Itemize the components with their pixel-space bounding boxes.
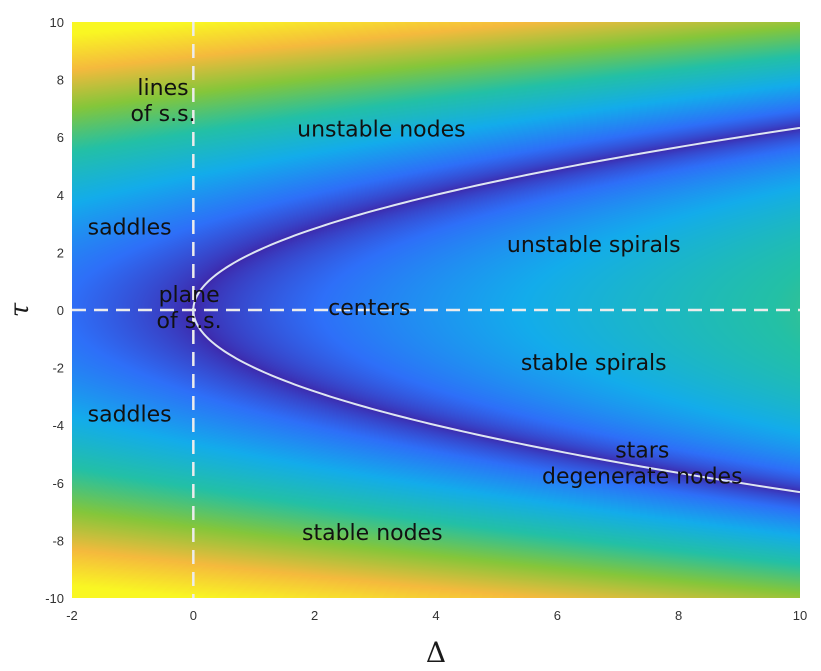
region-label: saddles xyxy=(88,403,172,428)
region-label: stars xyxy=(615,439,669,464)
region-label: of s.s. xyxy=(130,102,195,127)
region-label: unstable nodes xyxy=(297,118,465,143)
y-tick-label: 2 xyxy=(57,245,64,260)
y-axis-label: τ xyxy=(5,302,35,317)
y-tick-label: -8 xyxy=(52,533,64,548)
region-label: lines xyxy=(137,76,188,101)
region-label: degenerate nodes xyxy=(542,465,743,490)
x-tick-label: 8 xyxy=(675,608,682,623)
y-tick-label: 0 xyxy=(57,303,64,318)
x-tick-label: -2 xyxy=(66,608,78,623)
y-tick-label: -2 xyxy=(52,361,64,376)
region-label: plane xyxy=(159,283,220,308)
parabola-curve xyxy=(192,126,800,494)
x-axis-label: Δ xyxy=(426,636,446,669)
region-label: stable spirals xyxy=(521,351,667,376)
x-tick-label: 6 xyxy=(554,608,561,623)
y-tick-label: -10 xyxy=(45,591,64,606)
region-label: saddles xyxy=(88,215,172,240)
y-tick-label: 10 xyxy=(50,15,64,30)
region-label: centers xyxy=(328,296,410,321)
x-tick-label: 0 xyxy=(190,608,197,623)
x-tick-label: 2 xyxy=(311,608,318,623)
axis-ticks: -2 0 2 4 6 8 10 -10 -8 -6 -4 -2 0 2 4 6 8 10 xyxy=(45,15,807,623)
curves xyxy=(192,126,800,494)
x-tick-label: 4 xyxy=(432,608,439,623)
x-tick-label: 10 xyxy=(793,608,807,623)
region-label: unstable spirals xyxy=(507,233,681,258)
region-label: of s.s. xyxy=(157,309,222,334)
y-tick-label: 8 xyxy=(57,73,64,88)
y-tick-label: 4 xyxy=(57,188,64,203)
y-tick-label: -6 xyxy=(52,476,64,491)
y-tick-label: 6 xyxy=(57,130,64,145)
region-label: stable nodes xyxy=(302,521,443,546)
y-tick-label: -4 xyxy=(52,418,64,433)
